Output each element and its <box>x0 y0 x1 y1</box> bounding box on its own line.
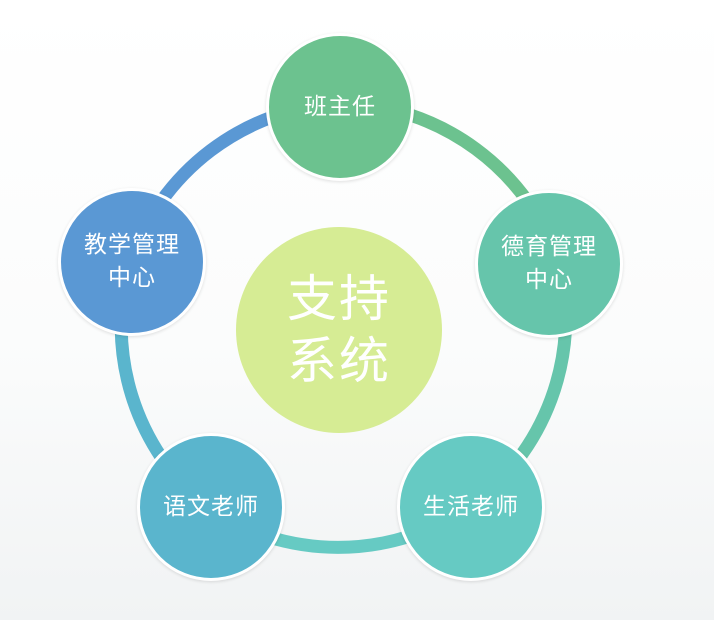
node-chinese-teacher: 语文老师 <box>137 433 285 581</box>
node-life-teacher-label: 生活老师 <box>423 493 519 520</box>
node-moral-education-center: 德育管理中心 <box>475 190 623 338</box>
node-class-teacher-label: 班主任 <box>304 93 376 120</box>
node-teaching-management-center: 教学管理中心 <box>58 188 206 336</box>
node-class-teacher: 班主任 <box>266 33 414 181</box>
node-moral-education-center-label: 德育管理中心 <box>501 234 597 293</box>
center-label: 支持系统 <box>287 270 391 390</box>
node-teaching-management-center-label: 教学管理中心 <box>84 232 180 291</box>
center-circle: 支持系统 <box>236 227 442 433</box>
node-life-teacher: 生活老师 <box>397 433 545 581</box>
node-chinese-teacher-label: 语文老师 <box>163 493 259 520</box>
